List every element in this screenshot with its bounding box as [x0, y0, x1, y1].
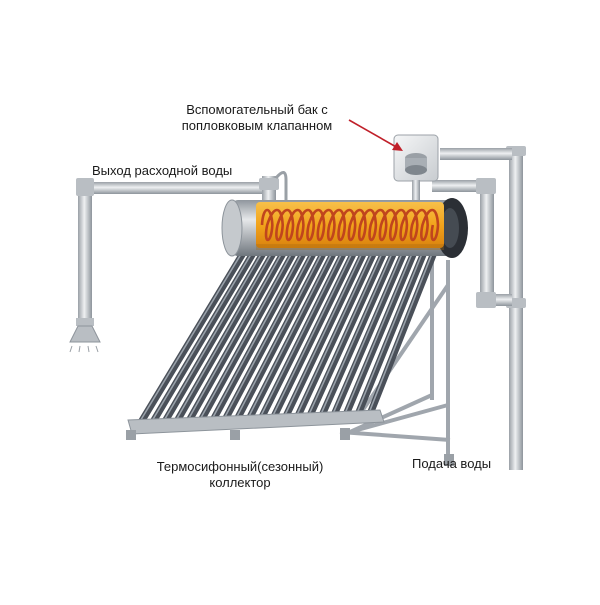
vacuum-tube — [209, 246, 309, 425]
vacuum-tube-highlight — [331, 249, 405, 417]
shower-head-icon — [69, 325, 101, 353]
vacuum-tube-highlight — [295, 249, 375, 418]
vacuum-tube-highlight — [367, 249, 435, 415]
vacuum-tube — [197, 246, 299, 425]
vacuum-tube-highlight — [307, 249, 385, 418]
vacuum-tube-highlight — [162, 249, 265, 424]
vacuum-tube — [354, 246, 429, 419]
vacuum-tube-array — [136, 246, 439, 428]
vacuum-tube-highlight — [174, 249, 275, 423]
hot-water-outlet-label: Выход расходной воды — [92, 163, 233, 178]
storage-tank — [221, 198, 468, 258]
vacuum-tube — [342, 246, 419, 419]
vacuum-tube-highlight — [186, 249, 285, 423]
vacuum-tube-highlight — [198, 249, 295, 422]
collector-label-line2: коллектор — [209, 475, 271, 490]
aux-tank-label-line1: Вспомогательный бак с — [186, 102, 328, 117]
vacuum-tube — [293, 246, 379, 421]
collector-label: Термосифонный(сезонный) коллектор — [140, 459, 340, 491]
vacuum-tube — [221, 246, 319, 424]
aux-tank-leader-arrow — [348, 119, 403, 151]
bottom-rail — [126, 409, 454, 466]
vacuum-tube-highlight — [258, 249, 345, 420]
aux-tank-label-line2: попловковым клапанном — [181, 118, 333, 133]
vacuum-tube — [160, 246, 269, 427]
vacuum-tube-highlight — [222, 249, 315, 421]
vacuum-tube-highlight — [210, 249, 305, 422]
heat-exchanger-coil — [260, 208, 440, 242]
vacuum-tube-highlight — [137, 249, 245, 425]
vacuum-tube — [366, 246, 439, 418]
vacuum-tube-highlight — [319, 249, 395, 417]
vacuum-tube — [136, 246, 249, 428]
vacuum-tube-highlight — [246, 249, 335, 420]
aux-tank-label: Вспомогательный бак с попловковым клапан… — [162, 102, 352, 134]
vacuum-tube-highlight — [283, 249, 365, 419]
vacuum-tube-highlight — [234, 249, 325, 421]
vacuum-tube — [305, 246, 389, 421]
support-frame — [339, 260, 451, 462]
collector-label-line1: Термосифонный(сезонный) — [156, 459, 324, 474]
vacuum-tube-highlight — [343, 249, 415, 416]
vacuum-tube — [318, 246, 399, 420]
auxiliary-float-tank — [393, 134, 439, 200]
vacuum-tube — [233, 246, 329, 424]
vacuum-tube — [330, 246, 409, 420]
water-supply-label: Подача воды — [412, 456, 492, 471]
vacuum-tube — [269, 246, 359, 422]
vacuum-tube — [257, 246, 349, 423]
water-supply-pipe — [432, 146, 526, 470]
vacuum-tube — [184, 246, 289, 426]
vacuum-tube-highlight — [149, 249, 255, 424]
vacuum-tube-highlight — [270, 249, 355, 419]
vacuum-tube — [148, 246, 259, 427]
vacuum-tube — [281, 246, 369, 422]
vacuum-tube — [172, 246, 279, 426]
vacuum-tube — [245, 246, 339, 423]
vacuum-tube-highlight — [355, 249, 425, 416]
